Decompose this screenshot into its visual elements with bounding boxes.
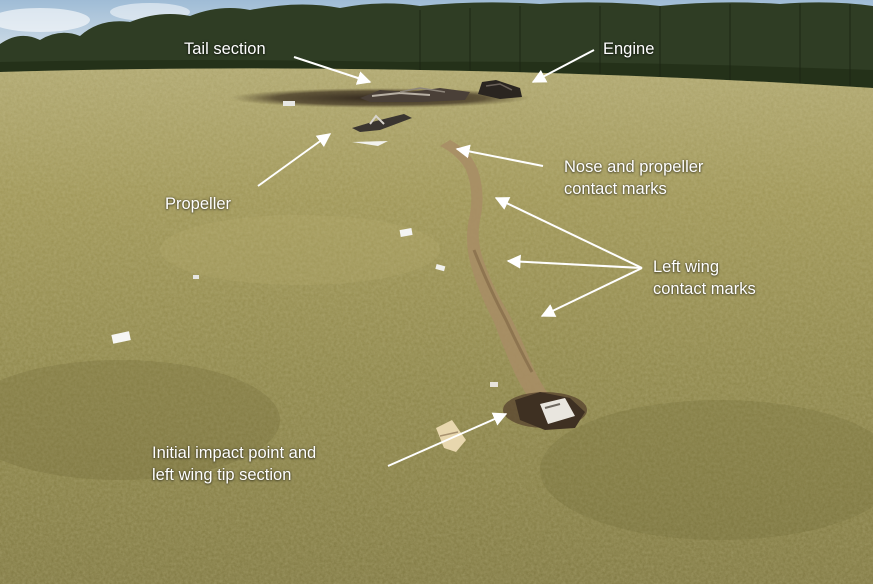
main-wreckage bbox=[360, 87, 470, 102]
engine-wreck bbox=[478, 80, 522, 99]
debris-white bbox=[283, 101, 295, 106]
annotation-arrows bbox=[257, 49, 643, 467]
arrow-initial-impact bbox=[387, 412, 508, 467]
impact-crater bbox=[503, 392, 587, 430]
ground-scar-trail-shadow bbox=[472, 249, 534, 373]
debris-white bbox=[193, 275, 199, 279]
label-left-wing-marks: Left wing contact marks bbox=[653, 258, 756, 298]
arrow-tail-section bbox=[293, 56, 372, 85]
arrow-left-wing-1 bbox=[494, 197, 643, 269]
debris-white bbox=[352, 141, 388, 146]
debris-white bbox=[399, 228, 413, 237]
arrow-nose-propeller-marks bbox=[455, 144, 544, 167]
label-initial-impact: Initial impact point and left wing tip s… bbox=[152, 444, 317, 484]
arrow-propeller bbox=[257, 133, 332, 187]
grass-patch bbox=[540, 400, 873, 540]
wing-tip-section bbox=[436, 420, 466, 452]
propeller-wreck bbox=[352, 114, 412, 132]
debris-white bbox=[111, 331, 131, 344]
grass-texture-light bbox=[0, 68, 873, 584]
label-tail-section: Tail section bbox=[184, 40, 266, 58]
label-propeller: Propeller bbox=[165, 195, 232, 213]
grass-patch bbox=[160, 215, 440, 285]
ground-scar-trail bbox=[440, 140, 570, 422]
debris-white bbox=[490, 382, 498, 387]
label-engine: Engine bbox=[603, 40, 655, 58]
grass-patch bbox=[0, 360, 280, 480]
label-nose-propeller-marks: Nose and propeller contact marks bbox=[564, 158, 704, 198]
cloud bbox=[0, 8, 90, 32]
arrow-engine bbox=[531, 49, 595, 83]
arrow-left-wing-3 bbox=[540, 267, 643, 317]
debris-white bbox=[435, 264, 446, 272]
arrow-left-wing-2 bbox=[506, 254, 643, 269]
tree-trunks bbox=[419, 4, 851, 86]
